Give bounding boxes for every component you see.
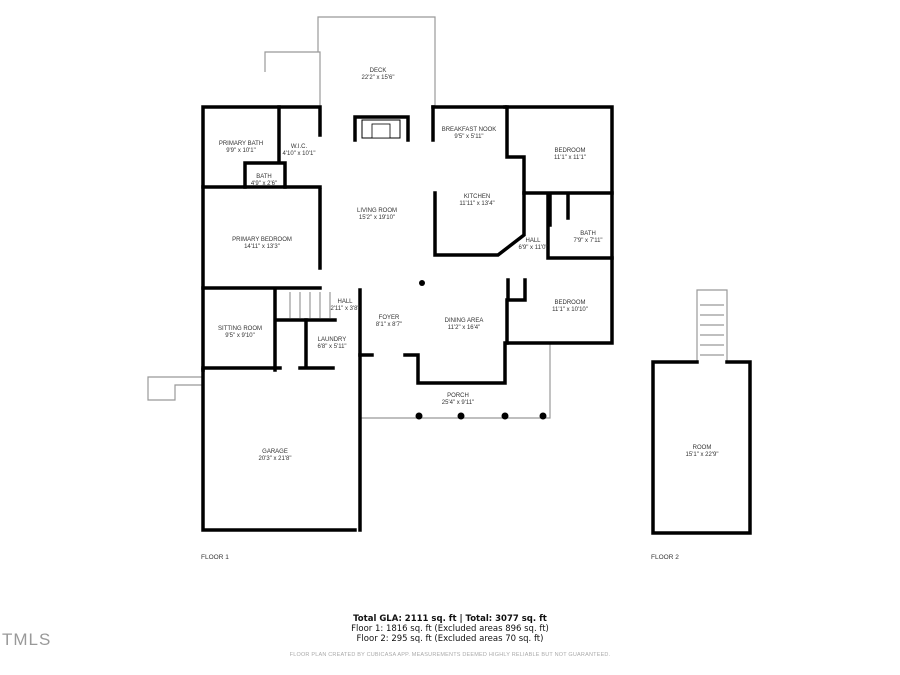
room-name: PRIMARY BEDROOM <box>232 237 292 243</box>
room-dims: 4'10" x 10'1" <box>282 151 316 157</box>
room-name: BREAKFAST NOOK <box>441 127 497 133</box>
room-dims: 22'2" x 15'6" <box>361 75 395 81</box>
room-name: KITCHEN <box>463 194 491 200</box>
floor2-room-walls <box>651 360 752 535</box>
room-name: GARAGE <box>262 449 288 455</box>
deck-outline-top <box>317 16 436 107</box>
thin-outlines <box>147 16 728 531</box>
room-name: BEDROOM <box>554 148 586 154</box>
room-dims: 7'9" x 7'11" <box>573 238 603 244</box>
logo: TMLS <box>2 630 52 649</box>
room-dims: 11'11" x 13'4" <box>459 201 495 207</box>
floor-1-area: Floor 1: 1816 sq. ft (Excluded areas 896… <box>351 624 549 634</box>
room-dims: 15'1" x 22'9" <box>685 452 719 458</box>
room-dims: 4'9" x 2'6" <box>250 181 278 187</box>
room-name: W.I.C. <box>290 144 308 150</box>
floor-2-label: FLOOR 2 <box>651 554 679 561</box>
area-summary: Total GLA: 2111 sq. ft | Total: 3077 sq.… <box>0 614 900 644</box>
stairs-floor2 <box>696 289 728 362</box>
deck-outline <box>264 51 321 107</box>
room-dims: 14'11" x 13'3" <box>244 244 280 250</box>
room-name: SITTING ROOM <box>218 326 262 332</box>
porch-outline <box>360 343 551 419</box>
room-dims: 11'2" x 16'4" <box>447 325 481 331</box>
room-name: LIVING ROOM <box>356 208 398 214</box>
room-dims: 20'3" x 21'8" <box>258 456 292 462</box>
room-name: DECK <box>369 68 387 74</box>
room-name: FOYER <box>378 315 400 321</box>
room-name: ROOM <box>692 445 712 451</box>
room-dims: 6'8" x 5'11" <box>317 344 347 350</box>
room-dims: 2'11" x 3'8" <box>330 306 360 312</box>
floor-2-area: Floor 2: 295 sq. ft (Excluded areas 70 s… <box>356 634 544 644</box>
room-name: BATH <box>580 231 596 237</box>
room-dims: 11'1" x 10'10" <box>552 307 588 313</box>
room-dims: 25'4" x 9'11" <box>441 400 475 406</box>
room-dims: 11'1" x 11'1" <box>553 155 587 161</box>
room-wic: W.I.C.4'10" x 10'1" <box>283 144 316 158</box>
room-name: HALL <box>525 238 541 244</box>
room-name: BATH <box>256 174 272 180</box>
room-dims: 15'2" x 19'10" <box>358 215 396 221</box>
room-name: DINING AREA <box>444 318 484 324</box>
porch-columns <box>415 280 547 420</box>
room-dims: 9'9" x 10'1" <box>226 148 256 154</box>
room-name: HALL <box>337 299 353 305</box>
room-name: BEDROOM <box>554 300 586 306</box>
room-name: PRIMARY BATH <box>218 141 264 147</box>
room-dims: 8'1" x 8'7" <box>375 322 403 328</box>
fireplace-icon <box>361 119 401 139</box>
disclaimer: FLOOR PLAN CREATED BY CUBICASA APP. MEAS… <box>289 652 611 658</box>
room-dims: 9'5" x 5'11" <box>454 134 484 140</box>
garage-walkway <box>147 376 203 401</box>
room-dims: 9'5" x 9'10" <box>225 333 255 339</box>
floor-1-label: FLOOR 1 <box>201 554 229 561</box>
total-area: Total GLA: 2111 sq. ft | Total: 3077 sq.… <box>353 614 547 624</box>
room-name: LAUNDRY <box>317 337 347 343</box>
room-dims: 6'9" x 11'0" <box>518 245 548 251</box>
stair-treads <box>289 292 724 356</box>
walls <box>201 105 752 535</box>
room-name: PORCH <box>447 393 469 399</box>
